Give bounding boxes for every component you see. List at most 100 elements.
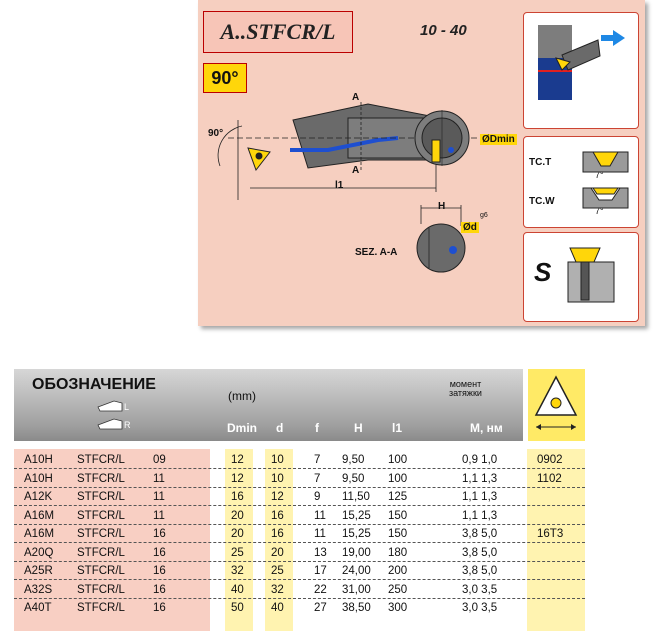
cell-h: 24,00 [342, 565, 371, 577]
cell-code: A32S [24, 583, 53, 596]
col-f: f [315, 421, 319, 435]
cell-code: A20Q [24, 546, 54, 559]
cell-d: 12 [271, 491, 284, 503]
dim-l1: l1 [335, 180, 344, 191]
tc-t-label: TC.T [529, 157, 552, 168]
angle-label: 90° [208, 128, 224, 139]
cell-d: 20 [271, 546, 284, 559]
boring-illustration-card [523, 12, 639, 129]
left-hand-icon [97, 400, 123, 412]
cell-dmin: 16 [231, 491, 244, 503]
cell-type: STFCR/L [77, 472, 125, 485]
hand-icons [97, 400, 123, 430]
cell-h: 15,25 [342, 509, 371, 522]
dim-d-tolerance: g6 [480, 212, 488, 219]
tc-t-angle: 7° [595, 170, 604, 180]
insert-column-bg [527, 449, 585, 631]
cell-f: 13 [314, 546, 327, 559]
cell-m: 0,9 1,0 [462, 454, 498, 466]
dim-h: H [438, 201, 446, 212]
cell-h: 31,00 [342, 583, 371, 596]
angle-badge: 90° [203, 63, 247, 93]
cell-size: 16 [153, 528, 166, 540]
dmin-column-bg [225, 449, 253, 631]
cell-insert: 16T3 [537, 528, 564, 540]
cell-dmin: 12 [231, 472, 244, 485]
dim-dmin: ØDmin [480, 134, 517, 145]
tool-drawing-panel: A..STFCR/L 10 - 40 90° 90° l1 ØDmin A A … [198, 0, 645, 326]
cell-size: 09 [153, 454, 166, 466]
cell-h: 19,00 [342, 546, 371, 559]
cell-dmin: 25 [231, 546, 244, 559]
cell-size: 16 [153, 546, 166, 559]
cell-code: A16M [24, 528, 55, 540]
s-label: S [534, 257, 552, 287]
cell-f: 17 [314, 565, 327, 577]
cell-size: 11 [153, 491, 165, 503]
cell-f: 7 [314, 472, 321, 485]
cell-l1: 180 [388, 546, 408, 559]
cell-d: 32 [271, 583, 284, 596]
tc-w-label: TC.W [529, 196, 555, 207]
cell-dmin: 40 [231, 583, 244, 596]
cell-l1: 100 [388, 472, 408, 485]
col-m: M, нм [470, 421, 503, 435]
header-moment: момент затяжки [449, 380, 482, 398]
section-a-top: A [352, 92, 360, 103]
cell-h: 11,50 [342, 491, 370, 503]
cell-d: 16 [271, 528, 284, 540]
moment-line1: момент [449, 379, 482, 389]
cell-l1: 250 [388, 583, 408, 596]
cell-h: 9,50 [342, 454, 365, 466]
cell-type: STFCR/L [77, 602, 125, 614]
col-dmin: Dmin [227, 421, 257, 435]
cell-d: 25 [271, 565, 284, 577]
cell-type: STFCR/L [77, 509, 125, 522]
table-row: A20Q STFCR/L 16 25 20 13 19,00 180 3,8 5,0 [14, 546, 585, 562]
cell-dmin: 12 [231, 454, 244, 466]
cell-size: 16 [153, 583, 166, 596]
cell-d: 16 [271, 509, 284, 522]
cell-code: A10H [24, 472, 53, 485]
section-label: SEZ. A-A [355, 247, 398, 258]
coolant-channel [290, 136, 399, 152]
col-d: d [276, 421, 284, 435]
tool-title: A..STFCR/L [203, 11, 353, 53]
cell-f: 9 [314, 491, 321, 503]
cell-m: 3,8 5,0 [462, 565, 498, 577]
cell-f: 11 [314, 528, 326, 540]
d-column-bg [265, 449, 293, 631]
code-column-bg [14, 449, 210, 631]
hand-l: L [124, 402, 130, 412]
cell-h: 38,50 [342, 602, 371, 614]
cell-h: 9,50 [342, 472, 365, 485]
cell-d: 10 [271, 454, 284, 466]
cell-m: 3,8 5,0 [462, 528, 498, 540]
cell-type: STFCR/L [77, 565, 125, 577]
cell-type: STFCR/L [77, 491, 125, 503]
cell-size: 11 [153, 472, 165, 485]
cell-type: STFCR/L [77, 546, 125, 559]
cell-f: 27 [314, 602, 327, 614]
cell-dmin: 20 [231, 509, 244, 522]
cell-m: 3,8 5,0 [462, 546, 498, 559]
section-a-bottom: A [352, 165, 360, 176]
cell-m: 1,1 1,3 [462, 472, 498, 485]
cell-code: A16M [24, 509, 55, 522]
col-h: H [354, 421, 363, 435]
cell-insert: 0902 [537, 454, 563, 466]
insert-icon [534, 375, 578, 430]
cell-size: 16 [153, 565, 166, 577]
tc-profile-card [523, 136, 639, 228]
cell-code: A12K [24, 491, 53, 503]
section-aa [416, 223, 466, 273]
